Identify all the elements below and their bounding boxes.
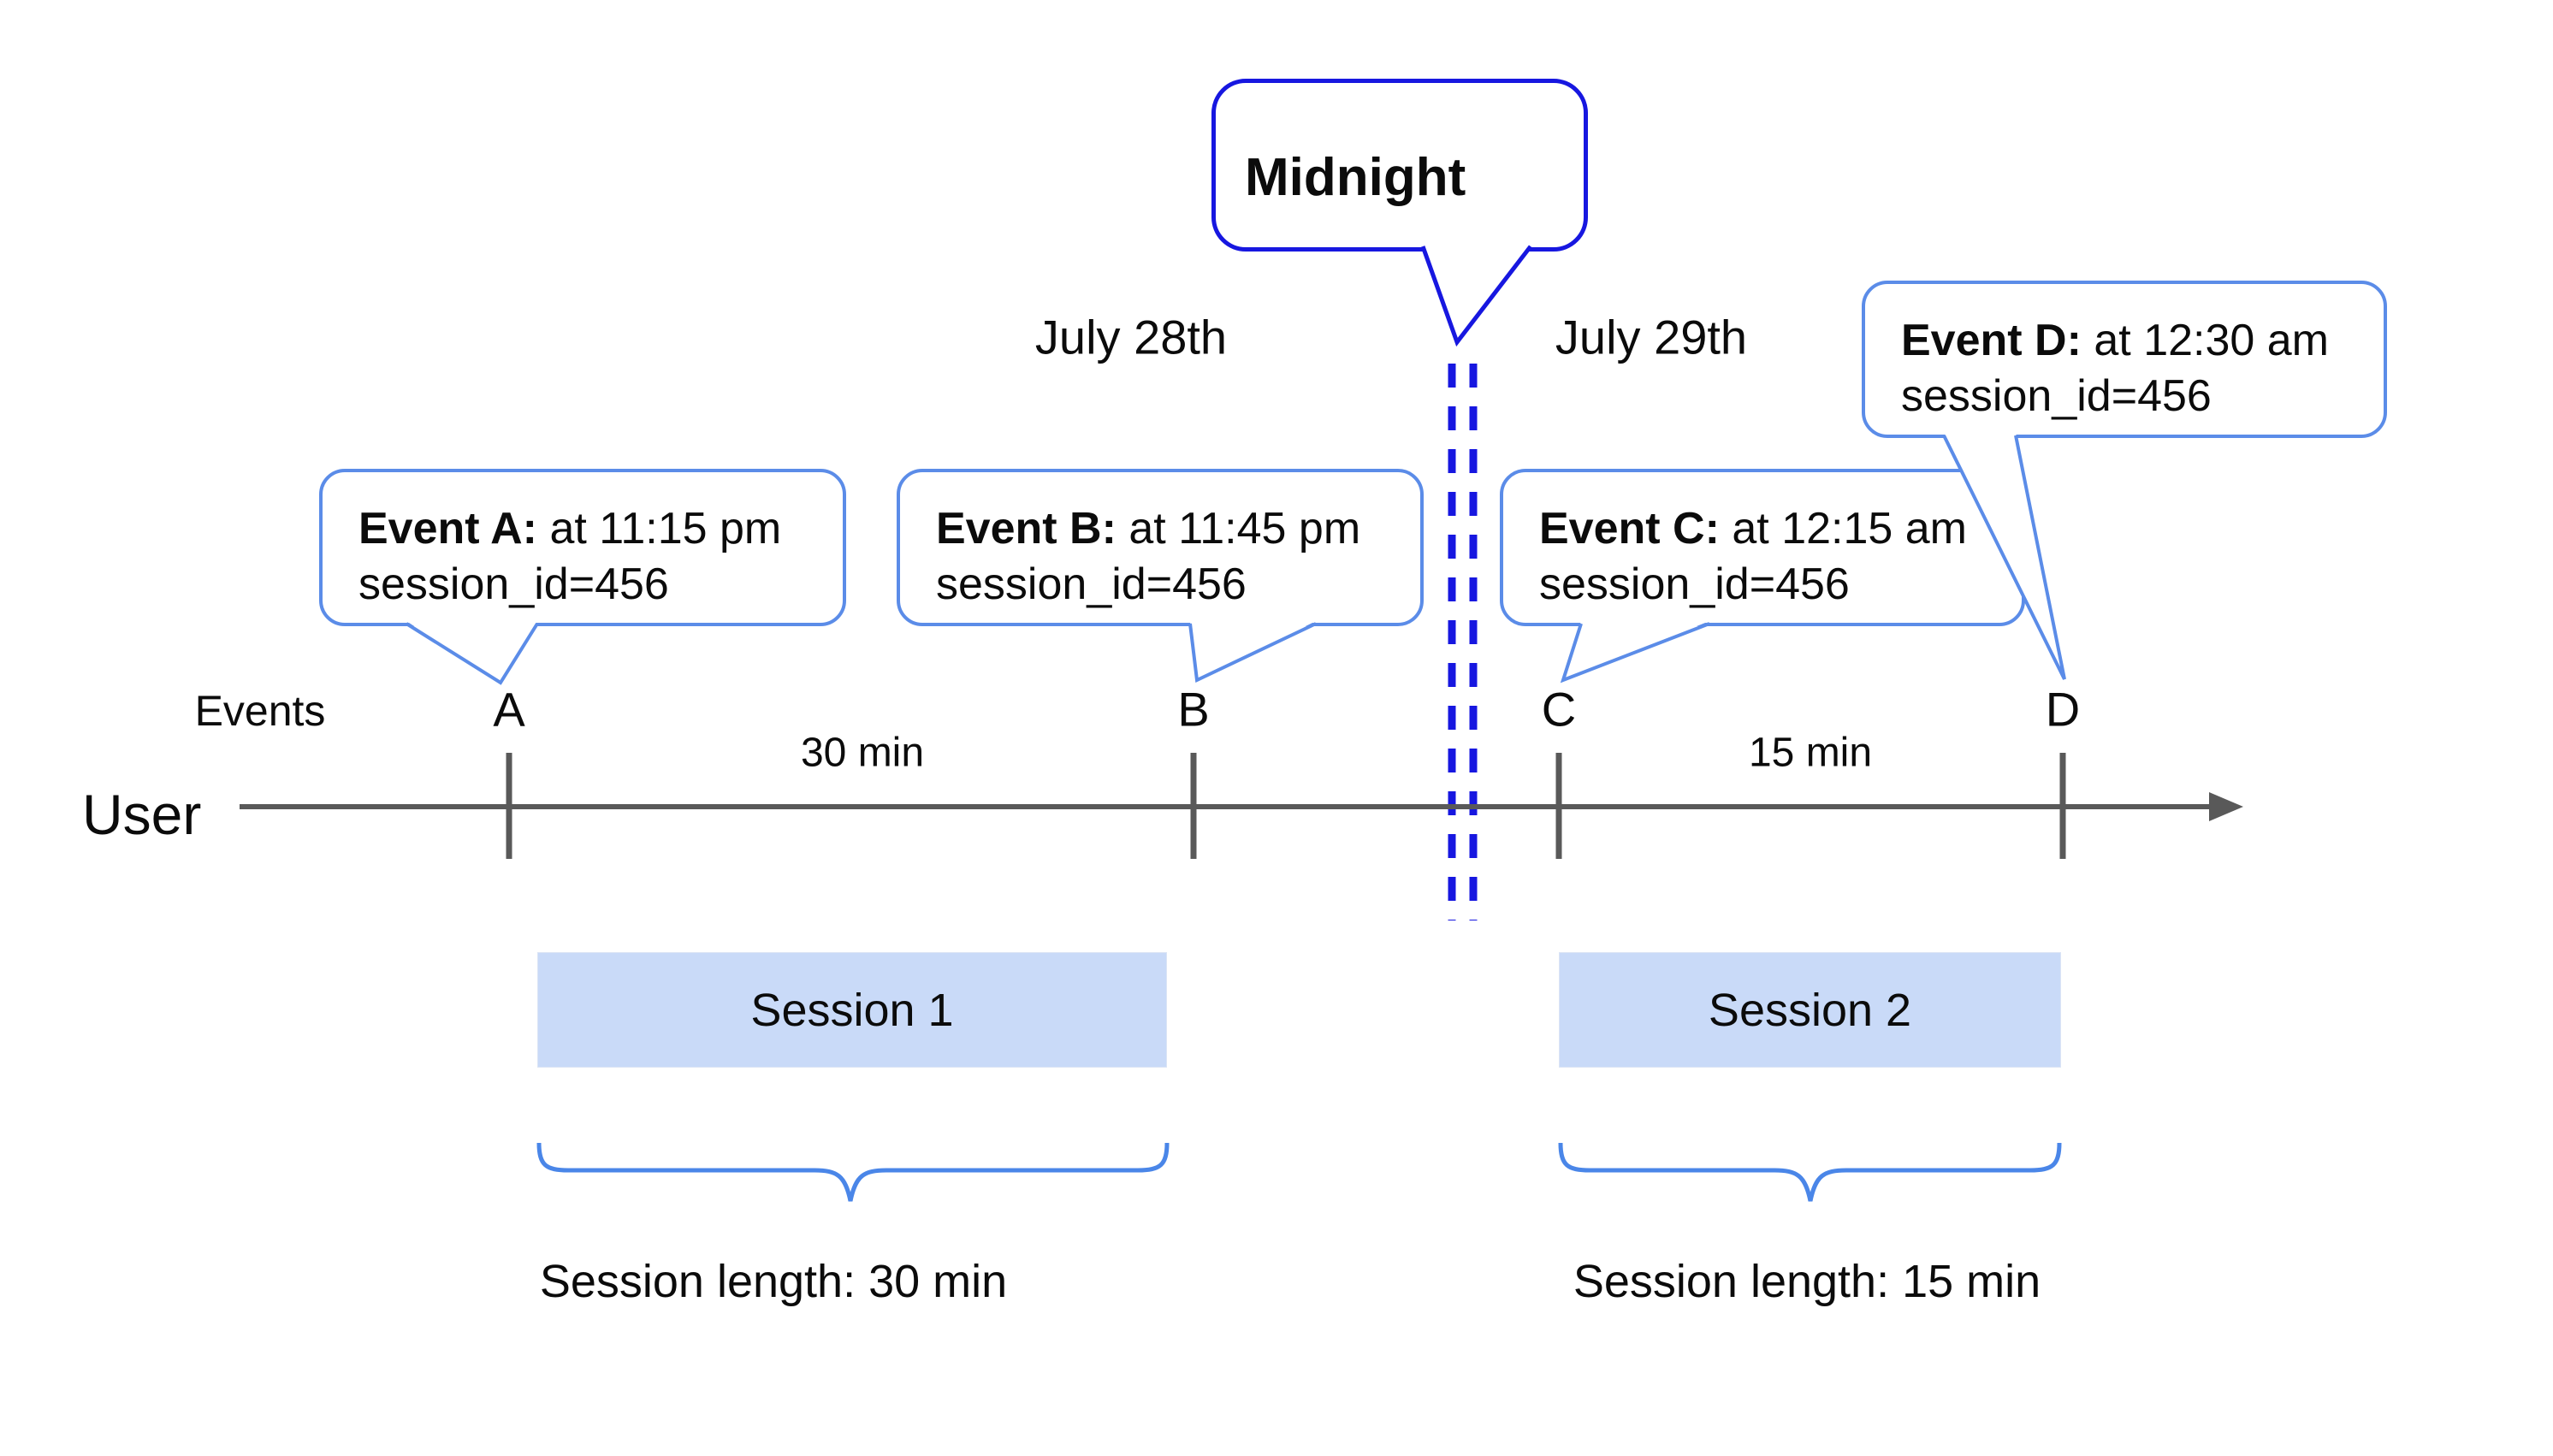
event-b-title: Event B: (936, 504, 1117, 553)
event-a-callout-tail (405, 621, 539, 685)
midnight-dashed-line (1448, 364, 1478, 920)
midnight-callout-tail (1420, 243, 1532, 347)
event-b-callout-bubble: Event B: at 11:45 pm session_id=456 (897, 469, 1424, 626)
event-d-callout-line2: session_id=456 (1901, 371, 2212, 421)
event-letter-c: C (1541, 682, 1577, 737)
session-2-box: Session 2 (1559, 952, 2061, 1068)
event-a-callout-bubble: Event A: at 11:15 pm session_id=456 (319, 469, 846, 626)
event-a-title: Event A: (358, 504, 537, 553)
event-c-callout-line2: session_id=456 (1539, 559, 1850, 609)
timeline-arrowhead-icon (2209, 792, 2243, 821)
event-d-callout-line1: Event D: at 12:30 am (1901, 313, 2375, 369)
event-b-callout-tail (1188, 621, 1317, 683)
event-a-callout-line1: Event A: at 11:15 pm (358, 501, 834, 557)
user-axis-label: User (82, 783, 202, 846)
event-a-time: at 11:15 pm (549, 504, 782, 553)
events-axis-label: Events (194, 687, 326, 735)
event-d-callout-bubble: Event D: at 12:30 am session_id=456 (1862, 281, 2387, 438)
midnight-label: Midnight (1245, 148, 1466, 207)
event-d-time: at 12:30 am (2094, 316, 2329, 365)
event-c-callout-bubble: Event C: at 12:15 am session_id=456 (1500, 469, 2025, 626)
session-1-length-label: Session length: 30 min (539, 1256, 1008, 1307)
event-c-time: at 12:15 am (1732, 504, 1967, 553)
session-1-label: Session 1 (750, 984, 954, 1036)
event-a-callout-line2: session_id=456 (358, 559, 669, 609)
event-b-callout-line2: session_id=456 (936, 559, 1247, 609)
event-b-callout-line1: Event B: at 11:45 pm (936, 501, 1412, 557)
session-1-brace (536, 1142, 1170, 1202)
user-timeline-axis (240, 753, 2243, 859)
session-2-brace (1558, 1142, 2062, 1202)
session-1-box: Session 1 (537, 952, 1167, 1068)
event-letter-b: B (1177, 682, 1210, 737)
gap-label-30-min: 30 min (800, 730, 925, 776)
session-2-length-label: Session length: 15 min (1573, 1256, 2041, 1307)
event-c-callout-tail (1560, 621, 1710, 684)
midnight-callout-bubble: Midnight (1211, 79, 1588, 252)
event-b-time: at 11:45 pm (1128, 504, 1361, 553)
event-c-title: Event C: (1539, 504, 1720, 553)
event-d-title: Event D: (1901, 316, 2082, 365)
session-2-label: Session 2 (1708, 984, 1912, 1036)
gap-label-15-min: 15 min (1748, 730, 1873, 776)
event-letter-d: D (2045, 682, 2081, 737)
date-label-july-29: July 29th (1555, 310, 1748, 364)
event-c-callout-line1: Event C: at 12:15 am (1539, 501, 2013, 557)
event-letter-a: A (493, 682, 525, 737)
date-label-july-28: July 28th (1034, 310, 1228, 364)
